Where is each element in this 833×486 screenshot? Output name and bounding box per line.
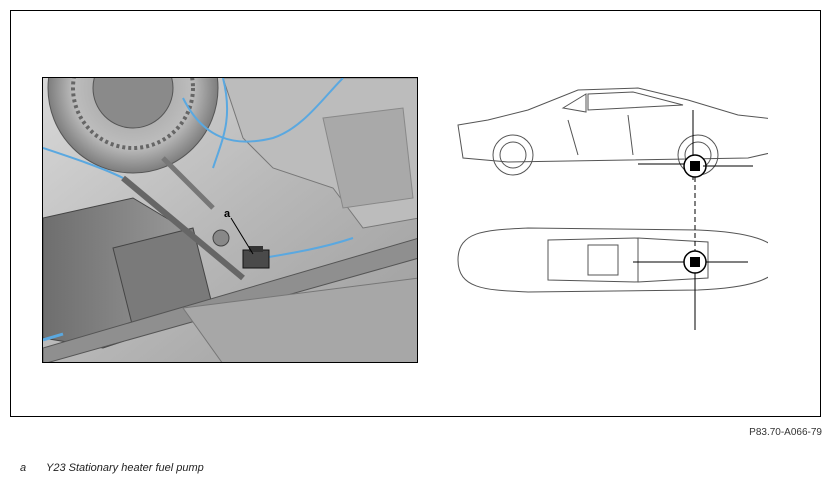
fuel-pump-highlight <box>212 229 270 269</box>
side-view-car <box>457 87 768 176</box>
figure-reference-code: P83.70-A066-79 <box>749 427 822 438</box>
component-location-photo: a <box>42 77 418 363</box>
top-view-car <box>457 227 768 293</box>
location-marker-top <box>633 250 748 330</box>
vehicle-outline-views <box>457 87 768 330</box>
location-marker-side <box>638 110 753 180</box>
legend-item: a Y23 Stationary heater fuel pump <box>20 462 204 474</box>
legend-text: Y23 Stationary heater fuel pump <box>46 462 204 474</box>
underbody-illustration: a <box>43 78 417 362</box>
figure-frame <box>10 10 821 417</box>
callout-label-a: a <box>224 208 231 220</box>
vehicle-location-diagram <box>448 80 768 360</box>
legend-key: a <box>20 462 27 474</box>
